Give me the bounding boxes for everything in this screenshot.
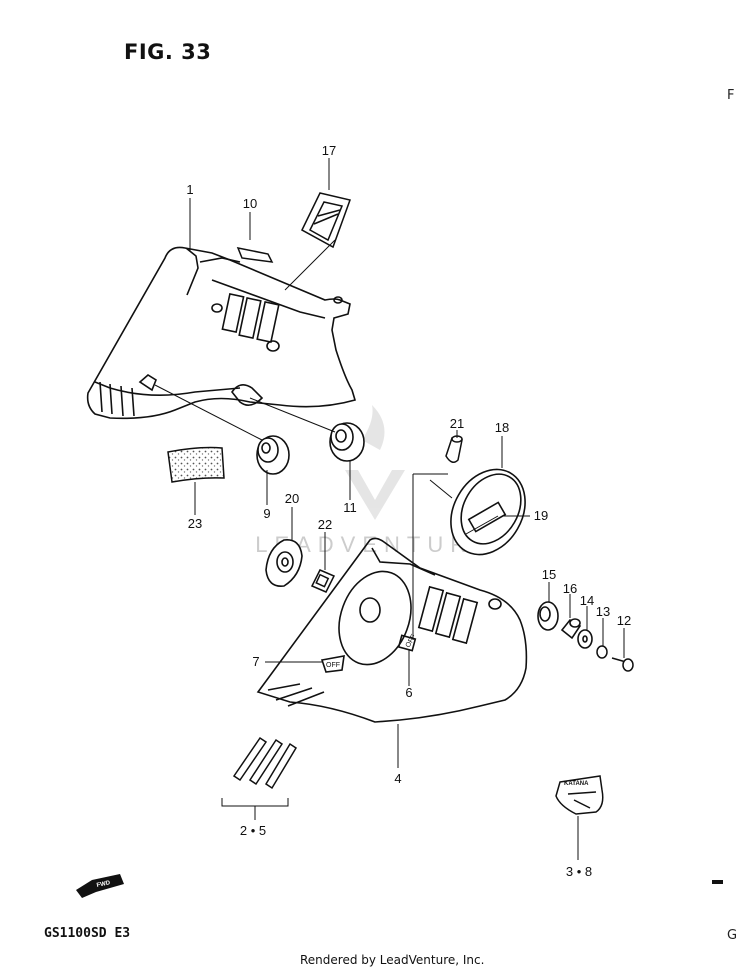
callout-1: 1 (186, 182, 193, 197)
callout-22: 22 (318, 517, 332, 532)
callout-18: 18 (495, 420, 509, 435)
callout-leaders (189, 158, 625, 860)
fwd-arrow-icon (76, 874, 124, 898)
callout-11: 11 (343, 500, 357, 515)
katana-label: KATANA (564, 781, 589, 787)
part-17-reflector (301, 192, 351, 249)
part-20-bracket (265, 539, 303, 587)
part-15-rubber-bush (537, 601, 559, 631)
callout-7: 7 (252, 654, 259, 669)
callout-19: 19 (534, 508, 548, 523)
part-10-cushion-strip (236, 246, 274, 263)
callout-9: 9 (263, 506, 270, 521)
part-7-off-label: OFF (326, 662, 340, 669)
assembly-lines-lower (412, 473, 453, 640)
callout-14: 14 (580, 593, 594, 608)
callout-15: 15 (542, 567, 556, 582)
fwd-label: FWD (96, 880, 111, 889)
assembly-lines-upper (154, 239, 336, 441)
part-2-5-tape-strips (232, 736, 298, 790)
part-13-nut (596, 645, 608, 659)
figure-title: FIG. 33 (124, 40, 212, 64)
part-14-washer (577, 629, 593, 649)
callout-13: 13 (596, 604, 610, 619)
edge-dash (712, 880, 723, 884)
watermark-logo (345, 405, 405, 520)
callout-21: 21 (450, 416, 464, 431)
callout-10: 10 (243, 196, 257, 211)
callout-12: 12 (617, 613, 631, 628)
part-18-round-cover (450, 468, 526, 556)
footer-credit: Rendered by LeadVenture, Inc. (300, 953, 485, 967)
callout-16: 16 (563, 581, 577, 596)
part-9-grommet (256, 435, 290, 475)
part-23-foam-pad (167, 446, 225, 483)
callout-4: 4 (394, 771, 401, 786)
part-16-collar (560, 618, 582, 640)
callout-6: 6 (405, 685, 412, 700)
part-21-pin (445, 435, 463, 463)
part-4-lower-side-cover (256, 537, 528, 723)
part-11-grommet (329, 422, 365, 462)
callout-20: 20 (285, 491, 299, 506)
edge-letter-bottom: G (727, 928, 738, 943)
part-6-stamp-text: OFF (405, 633, 418, 649)
callout-2-5: 2 • 5 (240, 823, 266, 838)
bracket-2-5 (221, 798, 289, 820)
part-3-8-katana-emblem (555, 775, 604, 815)
part-12-screw (611, 657, 634, 672)
callout-17: 17 (322, 143, 336, 158)
model-code: GS1100SD E3 (44, 926, 131, 941)
edge-letter-top: F (727, 88, 735, 103)
callout-3-8: 3 • 8 (566, 864, 592, 879)
callout-23: 23 (188, 516, 202, 531)
part-1-upper-side-cover (86, 246, 356, 420)
part-22-plate (310, 569, 336, 593)
